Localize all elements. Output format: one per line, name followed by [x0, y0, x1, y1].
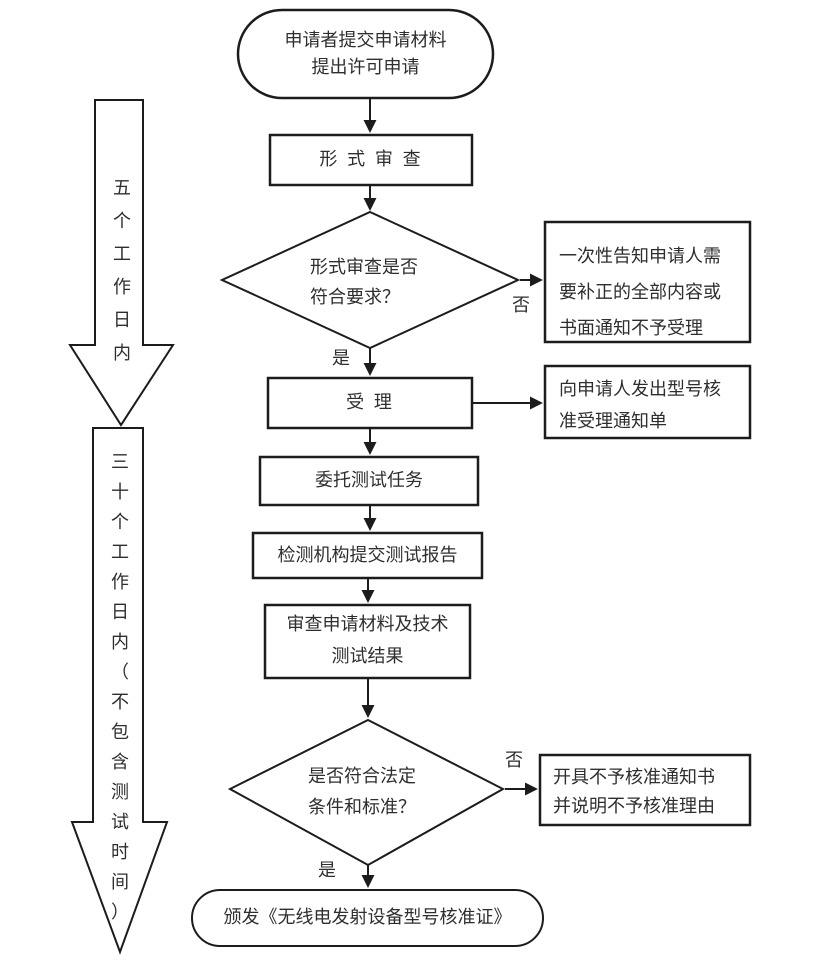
node-rejection-notice-shape — [538, 753, 752, 827]
block-arrow-five-days — [68, 99, 175, 427]
node-decision-legal-label: 是否符合法定 条件和标准？ — [308, 766, 416, 818]
node-delegate-test-shape — [258, 455, 480, 507]
node-notify-correction-label: 一次性告知申请人需 要补正的全部内容或 书面通知不予受理 — [559, 246, 721, 339]
node-issue-certificate-label: 颁发《无线电发射设备型号核准证》 — [223, 907, 512, 928]
node-acceptance-notice-shape — [543, 364, 752, 440]
edge-label-legal-yes: 是 — [318, 860, 336, 881]
node-notify-correction-shape — [543, 220, 752, 344]
edge-label-legal-no: 否 — [505, 750, 523, 771]
node-decision-formal-label: 形式审查是否 符合要求？ — [310, 257, 418, 308]
node-accept-label: 受 理 — [346, 392, 394, 413]
node-test-report-shape — [251, 531, 484, 580]
node-delegate-test-label: 委托测试任务 — [315, 470, 423, 491]
node-acceptance-notice-label: 向申请人发出型号核 准受理通知单 — [559, 379, 721, 432]
node-review-materials-shape — [263, 603, 472, 680]
timeline-five-working-days-label: 五 个 工 作 日 内 — [113, 178, 131, 364]
block-arrow-thirty-days — [70, 427, 169, 955]
node-rejection-notice-label: 开具不予核准通知书 并说明不予核准理由 — [553, 767, 715, 817]
node-review-materials-label: 审查申请材料及技术 测试结果 — [286, 614, 449, 667]
edge-label-formal-no: 否 — [512, 295, 530, 316]
node-test-report-label: 检测机构提交测试报告 — [277, 545, 458, 566]
timeline-thirty-working-days-label: 三 十 个 工 作 日 内 （ 不 包 含 测 试 时 间 ） — [111, 452, 129, 923]
node-start-shape — [236, 8, 495, 100]
node-start-label: 申请者提交申请材料 提出许可申请 — [284, 30, 447, 78]
node-issue-certificate-shape — [191, 889, 544, 947]
node-formal-review-label: 形 式 审 查 — [319, 149, 423, 170]
edge-label-formal-yes: 是 — [332, 348, 350, 369]
